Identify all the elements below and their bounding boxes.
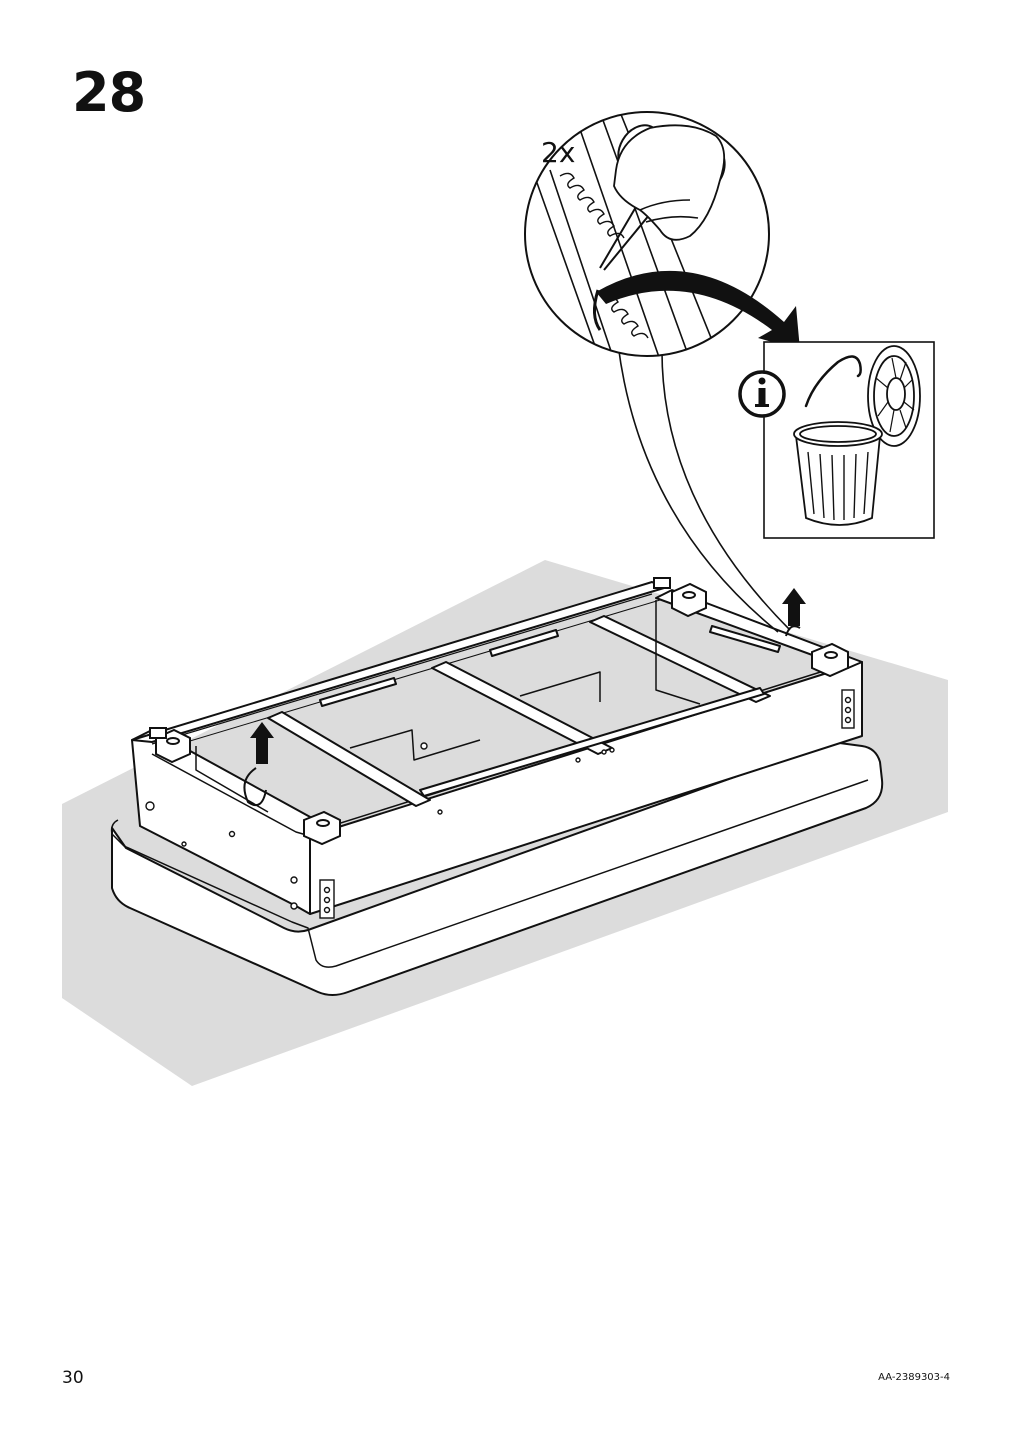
trash-bin-icon: [793, 345, 921, 526]
quantity-label: 2x: [541, 136, 575, 169]
wire-clips: [243, 625, 801, 806]
detail-callout: 2x: [524, 111, 800, 357]
info-icon: [738, 370, 786, 418]
detail-pointer: [617, 343, 791, 633]
curved-arrow-icon: [596, 270, 800, 350]
sofa-base: [110, 741, 884, 996]
panel-holes: [145, 689, 855, 919]
info-box: [738, 341, 935, 539]
page-number: 30: [62, 1368, 84, 1388]
up-arrow-icon-2: [782, 588, 806, 626]
corner-blocks: [149, 577, 849, 846]
sofa-frame: [131, 581, 863, 915]
step-number: 28: [72, 61, 146, 124]
document-code: AA-2389303-4: [878, 1372, 950, 1383]
up-arrow-icon: [250, 722, 274, 764]
wire-clip-icon: [804, 355, 862, 408]
